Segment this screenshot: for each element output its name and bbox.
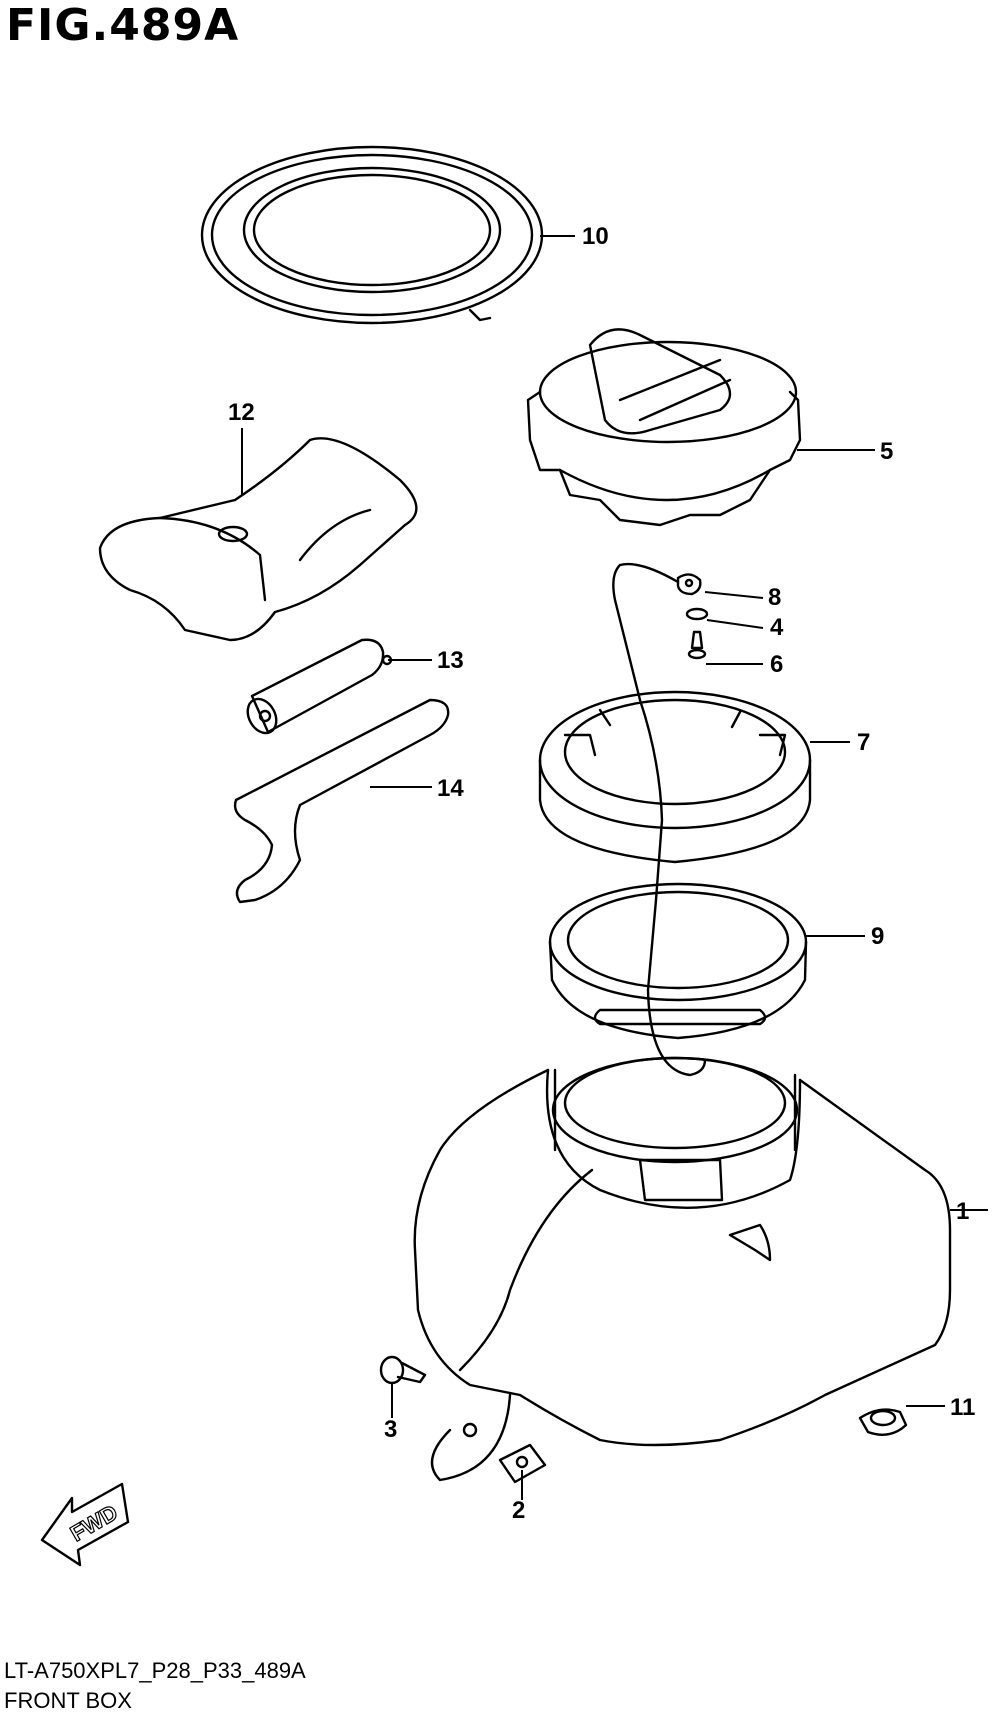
callout-2: 2: [512, 1497, 525, 1524]
callout-13: 13: [437, 647, 464, 674]
part-3-screw[interactable]: [379, 1355, 427, 1385]
callout-labels: 1 2 3 4 5 6 7 8 9 10 11 12 13 14: [228, 223, 975, 1524]
part-12-tool-bag[interactable]: [98, 437, 418, 642]
figure-title: FIG.489A: [6, 0, 240, 51]
callout-7: 7: [857, 729, 870, 756]
callout-1: 1: [956, 1198, 969, 1225]
part-7-cap-ring[interactable]: [538, 690, 812, 864]
part-5-cap[interactable]: [526, 328, 802, 527]
callout-10: 10: [582, 223, 609, 250]
callout-4: 4: [770, 614, 784, 641]
callout-5: 5: [880, 438, 893, 465]
part-13-plug[interactable]: [242, 638, 393, 738]
part-9-neck-ring[interactable]: [548, 882, 808, 1040]
callout-3: 3: [384, 1416, 397, 1443]
part-14-spanner-wrench[interactable]: [233, 698, 450, 904]
figure-code: LT-A750XPL7_P28_P33_489A: [4, 1658, 306, 1683]
callout-8: 8: [768, 584, 781, 611]
part-6-screw[interactable]: [687, 630, 707, 660]
callout-11: 11: [950, 1394, 975, 1421]
part-1-front-box[interactable]: [413, 1056, 952, 1482]
fwd-arrow-icon: FWD: [40, 1482, 130, 1567]
leader-lines: [241, 235, 988, 1500]
figure-name: FRONT BOX: [4, 1688, 132, 1713]
callout-6: 6: [770, 651, 783, 678]
callout-12: 12: [228, 399, 255, 426]
part-11-grommet[interactable]: [858, 1408, 908, 1436]
part-10-lid-seal[interactable]: [200, 145, 544, 325]
cap-tether-cable: [458, 562, 707, 1372]
part-2-clip[interactable]: [498, 1443, 547, 1484]
callout-14: 14: [437, 775, 464, 802]
part-4-washer[interactable]: [685, 607, 709, 621]
part-8-strap-end[interactable]: [676, 573, 702, 596]
callout-9: 9: [871, 923, 884, 950]
